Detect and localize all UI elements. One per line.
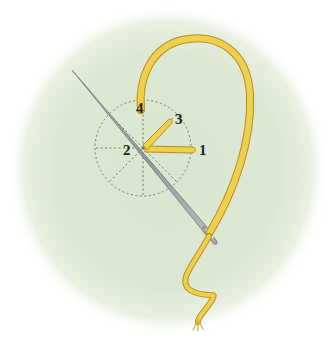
fabric-ground [8,5,328,335]
thread [141,38,251,331]
callout-number: 4 [136,101,144,116]
callout-number: 2 [123,143,131,158]
stitch [143,119,196,153]
callout-number: 1 [199,143,207,158]
callout-number: 3 [175,112,183,127]
